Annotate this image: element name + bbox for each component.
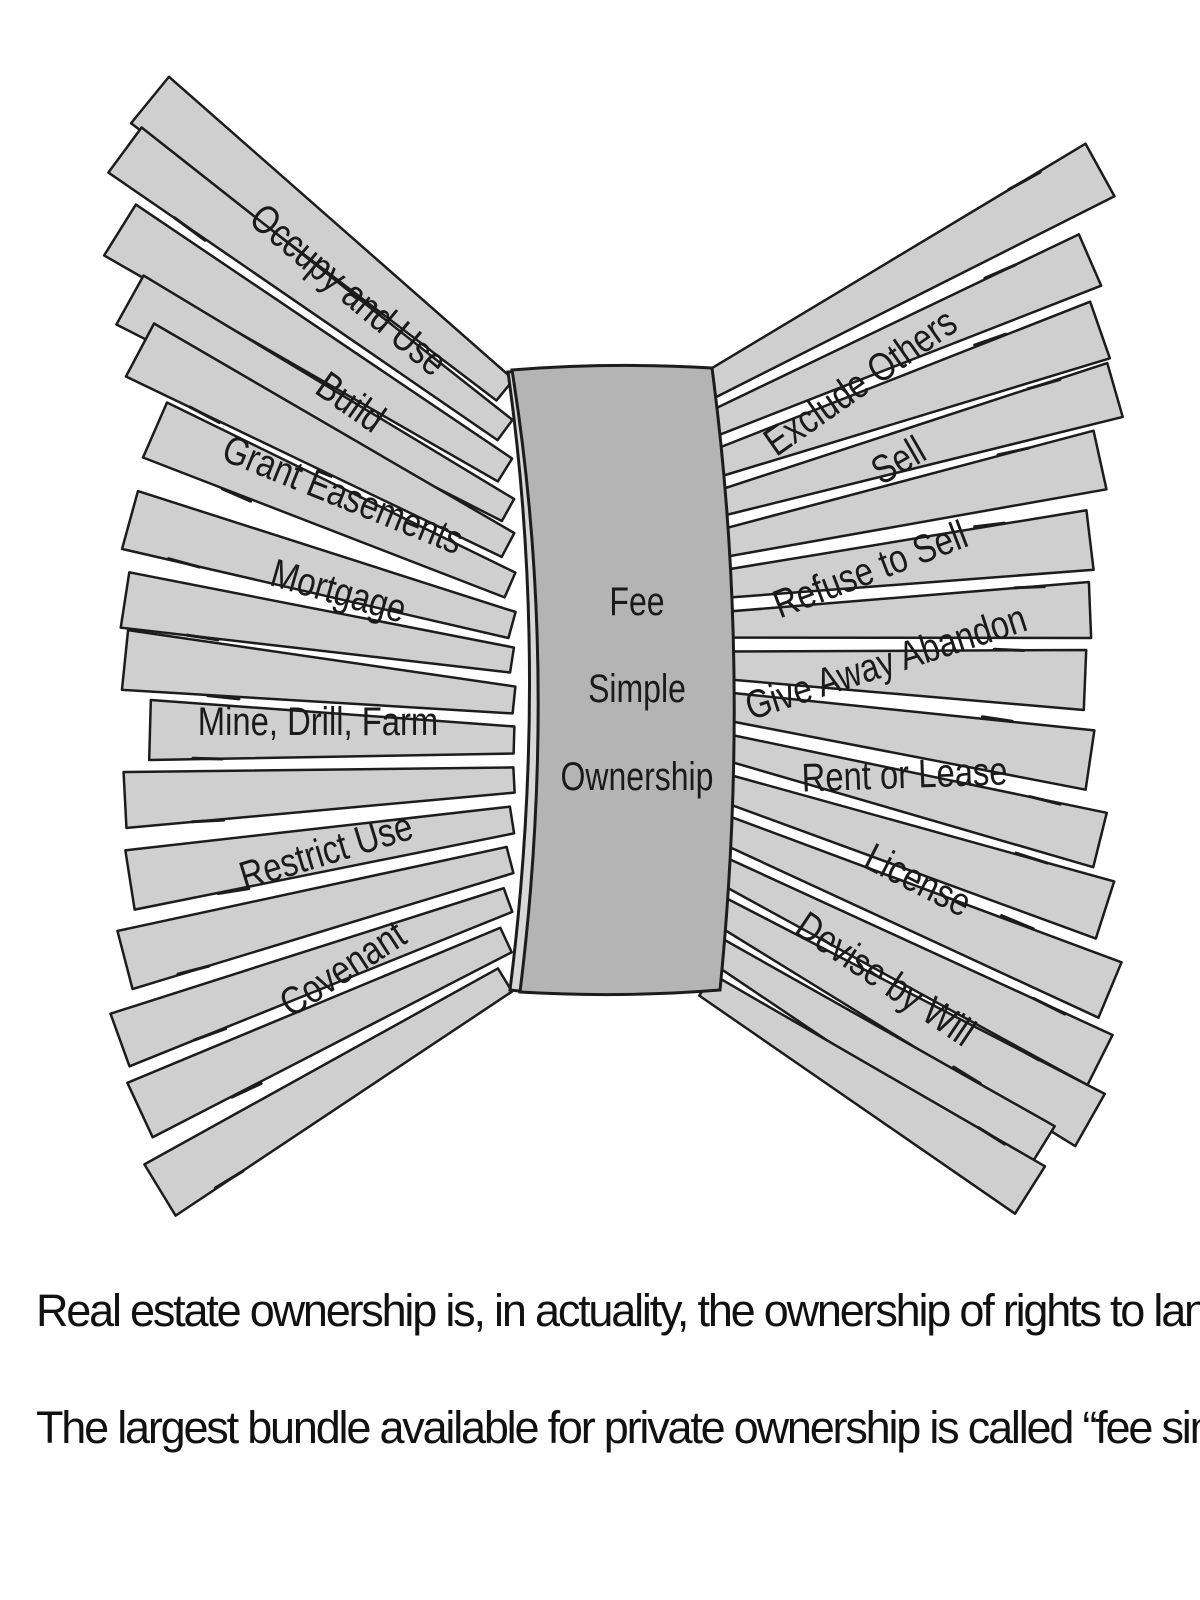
left-stick	[107, 126, 514, 442]
left-stick-edge	[176, 964, 211, 976]
right-stick-edge	[980, 715, 1014, 723]
right-stick-edge	[1006, 1041, 1041, 1062]
left-stick	[143, 967, 514, 1217]
left-stick-edge	[185, 633, 220, 642]
right-stick-edge	[973, 521, 1006, 529]
right-stick-edge	[992, 647, 1026, 652]
right-stick-edge	[1032, 996, 1067, 1016]
fee-simple-band: Fee Simple Ownership	[506, 363, 736, 997]
right-sticks	[698, 142, 1124, 1215]
right-stick-edge	[1013, 585, 1046, 590]
right-stick-edge	[983, 263, 1017, 280]
left-stick-edge	[188, 405, 221, 425]
right-stick-edge	[1007, 170, 1042, 191]
right-stick	[698, 973, 1047, 1215]
left-stick	[120, 489, 517, 640]
left-stick-edge	[173, 216, 207, 242]
left-stick	[126, 926, 513, 1139]
left-stick-edge	[220, 487, 253, 503]
right-stick-edge	[996, 446, 1031, 457]
center-label-ownership: Ownership	[561, 754, 714, 799]
right-stick-edge	[1028, 795, 1062, 806]
left-stick	[147, 698, 516, 762]
left-stick-edge	[213, 1169, 245, 1190]
left-stick	[102, 203, 514, 483]
right-label-mine-drill-farm: Mine, Drill, Farm	[198, 699, 438, 744]
right-label-rent-or-lease: Rent or Lease	[801, 748, 1008, 800]
left-stick	[119, 571, 516, 674]
left-sticks	[102, 75, 517, 1217]
caption-line-2: The largest bundle available for private…	[36, 1402, 1200, 1453]
left-stick-edge	[167, 557, 201, 569]
left-stick-edge	[206, 694, 241, 701]
right-stick-edge	[1000, 914, 1035, 931]
right-stick-edge	[1014, 851, 1049, 865]
left-stick-edge	[216, 887, 251, 895]
left-stick	[124, 805, 516, 911]
right-stick-edge	[977, 1126, 1007, 1146]
caption-line-1: Real estate ownership is, in actuality, …	[36, 1285, 1200, 1336]
left-stick-edge	[191, 756, 224, 761]
left-stick	[122, 766, 516, 830]
left-stick	[141, 401, 517, 599]
left-stick	[124, 322, 516, 559]
left-stick	[120, 628, 517, 715]
band-front	[510, 363, 736, 997]
right-stick-edge	[973, 332, 1008, 347]
left-stick-edge	[190, 818, 226, 824]
left-stick-edge	[230, 1081, 263, 1099]
center-label-simple: Simple	[588, 666, 686, 711]
left-stick	[109, 886, 514, 1068]
left-stick-edge	[193, 1027, 228, 1042]
left-stick	[116, 845, 515, 991]
right-stick-edge	[1026, 378, 1062, 391]
right-stick-edge	[952, 1065, 982, 1085]
center-label-fee: Fee	[609, 579, 664, 624]
